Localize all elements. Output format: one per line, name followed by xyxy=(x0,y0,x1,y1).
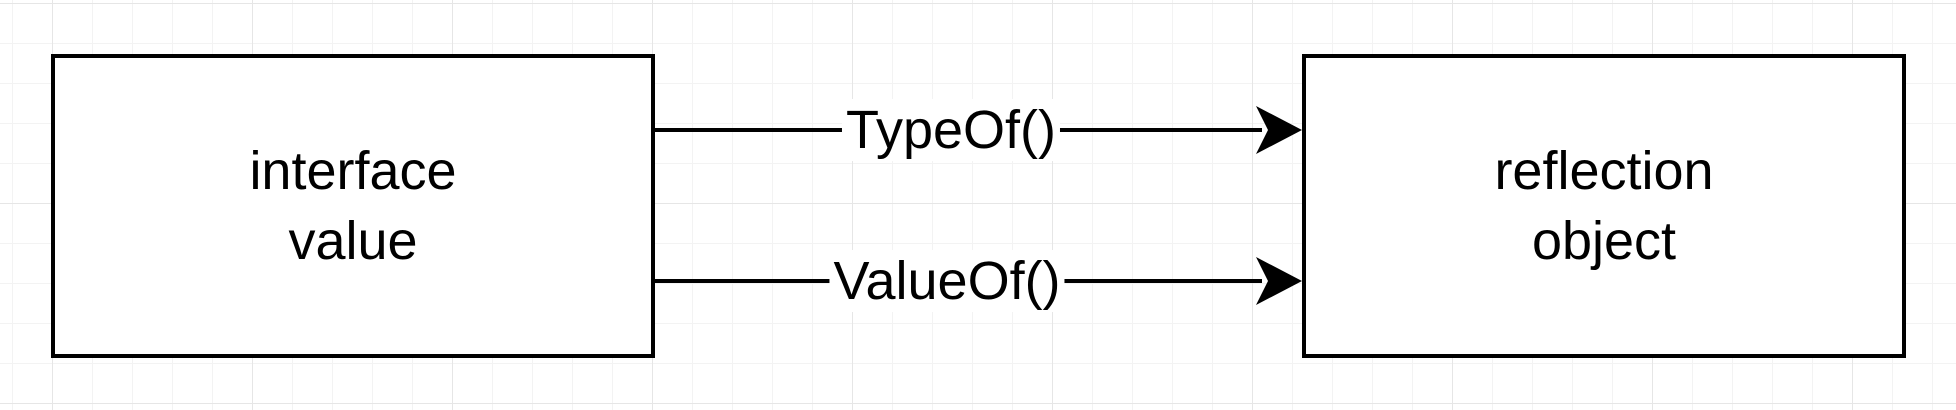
reflection-object-node[interactable]: reflection object xyxy=(1302,54,1906,358)
typeof-edge-label: TypeOf() xyxy=(841,99,1061,161)
interface-value-label: interface value xyxy=(249,141,457,271)
edge-valueof-arrowhead xyxy=(1256,257,1302,305)
valueof-edge-label: ValueOf() xyxy=(829,250,1065,312)
edge-typeof-arrowhead xyxy=(1256,106,1302,154)
reflection-object-label: reflection object xyxy=(1494,141,1714,271)
interface-value-node[interactable]: interface value xyxy=(51,54,655,358)
